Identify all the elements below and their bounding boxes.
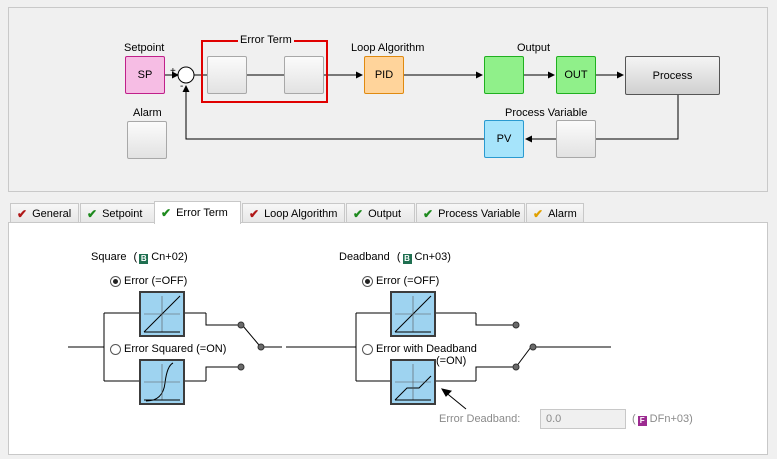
setpoint-label: Setpoint bbox=[124, 42, 165, 54]
error-term-label: Error Term bbox=[238, 34, 294, 46]
dm-word-icon: F bbox=[637, 416, 647, 426]
deadband-graph-icon bbox=[390, 359, 436, 405]
square-address: Cn+02 bbox=[151, 251, 184, 263]
square-error-off-label[interactable]: Error (=OFF) bbox=[124, 275, 188, 287]
loop-algorithm-label: Loop Algorithm bbox=[351, 42, 425, 54]
process-block[interactable]: Process bbox=[625, 56, 720, 95]
status-check-icon: ✔ bbox=[423, 206, 434, 221]
sp-block[interactable]: SP bbox=[125, 56, 165, 94]
status-check-icon: ✔ bbox=[87, 206, 98, 221]
alarm-block[interactable] bbox=[127, 121, 167, 159]
loop-diagram-panel bbox=[8, 7, 768, 192]
tab-label: General bbox=[32, 207, 72, 220]
tab-label: Loop Algorithm bbox=[264, 207, 338, 220]
tab-alarm[interactable]: ✔ Alarm bbox=[526, 203, 584, 223]
pv-block-2[interactable] bbox=[556, 120, 596, 158]
deadband-error-off-radio[interactable] bbox=[362, 276, 373, 287]
linear-graph-icon bbox=[390, 291, 436, 337]
error-term-block-2[interactable] bbox=[284, 56, 324, 94]
tab-error-term[interactable]: ✔ Error Term bbox=[154, 201, 241, 224]
status-check-icon: ✔ bbox=[533, 206, 544, 221]
status-check-icon: ✔ bbox=[17, 206, 28, 221]
plus-sign: + bbox=[170, 66, 176, 77]
cio-bit-icon: B bbox=[139, 254, 149, 264]
error-deadband-label: Error Deadband: bbox=[439, 413, 521, 425]
deadband-error-on-radio[interactable] bbox=[362, 344, 373, 355]
tab-output[interactable]: ✔ Output bbox=[346, 203, 415, 223]
status-check-icon: ✔ bbox=[249, 206, 260, 221]
deadband-error-off-label[interactable]: Error (=OFF) bbox=[376, 275, 440, 287]
deadband-address: Cn+03 bbox=[414, 251, 448, 263]
deadband-error-on-label[interactable]: Error with Deadband bbox=[376, 343, 477, 355]
out-block[interactable]: OUT bbox=[556, 56, 596, 94]
tab-label: Process Variable bbox=[438, 207, 521, 220]
square-error-off-radio[interactable] bbox=[110, 276, 121, 287]
tab-label: Alarm bbox=[548, 207, 577, 220]
linear-graph-icon bbox=[139, 291, 185, 337]
tab-loop-algorithm[interactable]: ✔ Loop Algorithm bbox=[242, 203, 345, 223]
square-title: Square bbox=[91, 251, 127, 263]
status-check-icon: ✔ bbox=[353, 206, 364, 221]
deadband-error-on-suffix: (=ON) bbox=[436, 355, 467, 367]
error-deadband-address: DFn+03 bbox=[649, 413, 690, 425]
alarm-label: Alarm bbox=[133, 107, 162, 119]
output-label: Output bbox=[517, 42, 551, 54]
process-variable-label: Process Variable bbox=[505, 107, 588, 119]
tab-label: Setpoint bbox=[102, 207, 143, 220]
square-error-on-label[interactable]: Error Squared (=ON) bbox=[124, 343, 227, 355]
status-check-icon: ✔ bbox=[161, 206, 172, 220]
squared-graph-icon bbox=[139, 359, 185, 405]
error-term-block-1[interactable] bbox=[207, 56, 247, 94]
square-error-on-radio[interactable] bbox=[110, 344, 121, 355]
pid-block[interactable]: PID bbox=[364, 56, 404, 94]
output-block-1[interactable] bbox=[484, 56, 524, 94]
error-deadband-input[interactable] bbox=[540, 409, 626, 429]
minus-sign: - bbox=[180, 81, 184, 92]
tab-label: Output bbox=[368, 207, 402, 220]
deadband-title: Deadband bbox=[339, 251, 390, 263]
tab-process-variable[interactable]: ✔ Process Variable bbox=[416, 203, 525, 223]
pv-block[interactable]: PV bbox=[484, 120, 524, 158]
tab-label: Error Term bbox=[176, 207, 228, 219]
tab-general[interactable]: ✔ General bbox=[10, 203, 79, 223]
tab-setpoint[interactable]: ✔ Setpoint bbox=[80, 203, 155, 223]
cio-bit-icon: B bbox=[402, 254, 412, 264]
